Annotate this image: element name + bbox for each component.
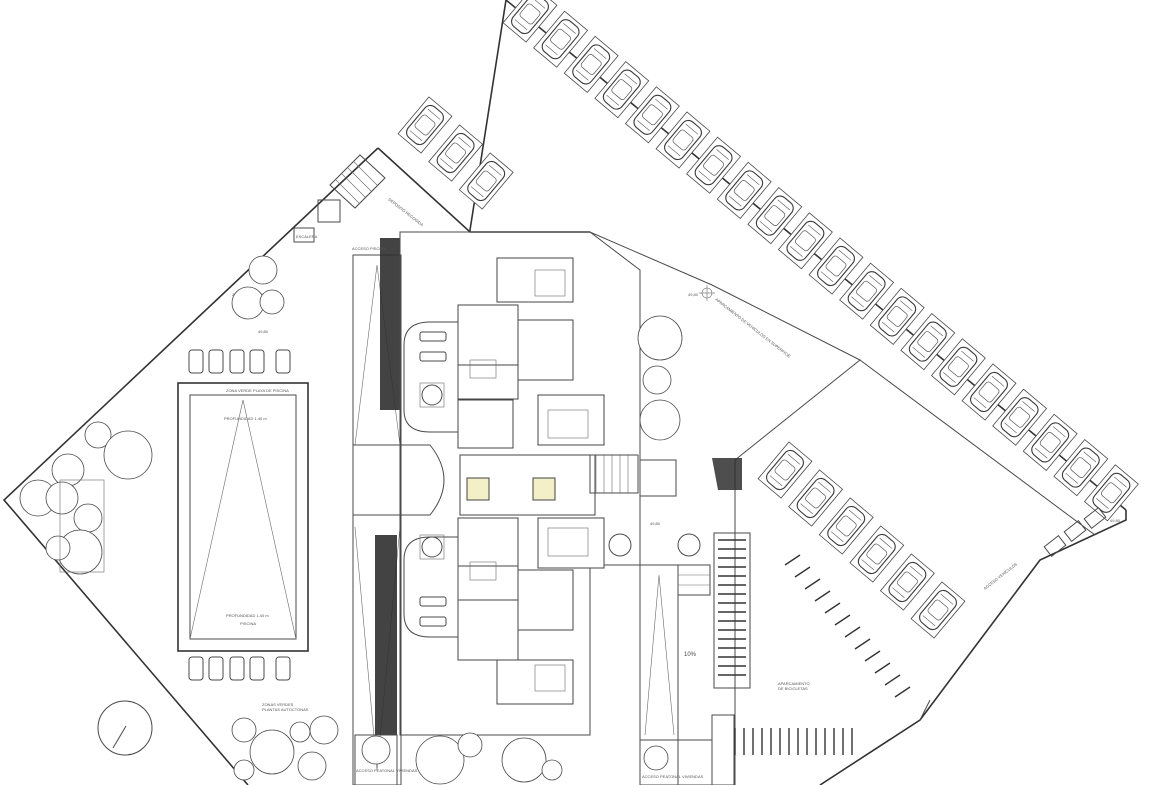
lounger-icon [419, 331, 447, 627]
car-icon [869, 287, 925, 345]
label-acceso-peatonal-left: ACCESO PEATONAL VIVIENDAS [356, 768, 418, 773]
car-icon [747, 187, 803, 245]
bike-slot [784, 554, 801, 566]
vehicle-ramp: 10% ACCESO PEATONAL VIVIENDAS [639, 564, 735, 785]
car-icon [1083, 464, 1139, 522]
building: 49,80 [399, 231, 701, 736]
label-level-a: 49,80 [258, 329, 269, 334]
car-icon [818, 497, 874, 555]
car-icon [563, 35, 619, 93]
label-profundidad-bottom: PROFUNDIDAD 1.40 m [226, 613, 269, 618]
label-level-c: 49,80 [688, 292, 699, 297]
car-icon [930, 338, 986, 396]
pool-basin [189, 394, 297, 640]
bike-slot [854, 638, 871, 650]
loungers-top [188, 349, 291, 374]
car-icon [397, 96, 453, 154]
label-acceso-vehiculos: ACCESO VEHICULOS [983, 561, 1019, 590]
kitchen-1 [457, 364, 519, 400]
elevator-1 [466, 477, 490, 501]
elevator-2 [532, 477, 556, 501]
bath-1 [517, 319, 574, 381]
car-row-main [502, 0, 1139, 522]
bedroom-3 [537, 517, 605, 569]
car-icon [1022, 413, 1078, 471]
stair-core [589, 454, 677, 497]
north-arrow-icon [97, 700, 153, 756]
dining-2 [457, 517, 519, 567]
label-rampa-pct: 10% [684, 652, 697, 658]
bike-slot [864, 650, 881, 662]
car-icon [788, 469, 844, 527]
label-escalera: ESCALERA [296, 234, 318, 239]
car-icon [839, 262, 895, 320]
dining-1 [457, 399, 514, 449]
label-level-b: 49,80 [650, 521, 661, 526]
label-level-d: 49,80 [1110, 518, 1121, 523]
bedroom-2 [537, 394, 605, 446]
living-2 [457, 599, 519, 661]
car-icon [757, 441, 813, 499]
label-deposito: DEPOSITO RECOGIDA [387, 197, 424, 228]
car-icon [849, 525, 905, 583]
bath-2 [517, 569, 574, 631]
bike-slot [874, 662, 891, 674]
car-icon [808, 237, 864, 295]
car-icon [533, 10, 589, 68]
bike-slot [824, 602, 841, 614]
crosshair-icon [699, 285, 715, 301]
car-icon [900, 313, 956, 371]
car-icon [879, 553, 935, 611]
car-icon [992, 388, 1048, 446]
bike-rack-vertical [718, 539, 746, 676]
kitchen-2 [457, 565, 519, 601]
pool-area: ZONA VERDE PLAYA DE PISCINA PROFUNDIDAD … [97, 154, 386, 756]
car-icon [777, 212, 833, 270]
label-acceso-piscina: ACCESO PISCINA [352, 246, 386, 251]
bike-slot [834, 614, 851, 626]
loungers-bottom [188, 656, 291, 681]
car-icon [910, 581, 966, 639]
label-acceso-peatonal-right: ACCESO PEATONAL VIVIENDAS [642, 774, 704, 779]
label-profundidad-top: PROFUNDIDAD 1.40 m [224, 416, 267, 421]
escalera-top: ESCALERA [293, 154, 386, 243]
bike-slot [814, 590, 831, 602]
bike-slot [884, 674, 901, 686]
car-icon [716, 161, 772, 219]
car-icon [458, 152, 514, 210]
pool-deck [177, 382, 309, 652]
bike-slot [844, 626, 861, 638]
hedge-connector [712, 458, 742, 490]
car-icon [686, 136, 742, 194]
bike-rack-diagonal [784, 554, 911, 698]
table-set-icon [419, 382, 445, 560]
bike-rack-horizontal [734, 728, 853, 755]
car-icon [594, 61, 650, 119]
car-row-top-left [397, 96, 514, 210]
tree-group-building [415, 315, 683, 785]
label-piscina: PISCINA [240, 621, 256, 626]
bike-slot [804, 578, 821, 590]
label-zona-verde-pool: ZONA VERDE PLAYA DE PISCINA [226, 388, 289, 393]
car-icon [961, 363, 1017, 421]
car-icon [428, 124, 484, 182]
car-icon [624, 86, 680, 144]
car-row-lower [757, 441, 966, 639]
car-icon [655, 111, 711, 169]
car-icon [502, 0, 558, 43]
bike-slot [894, 686, 911, 698]
living-1 [457, 304, 519, 366]
bike-slot [794, 566, 811, 578]
tree-group-left [19, 255, 339, 781]
central-corridor: ACCESO PISCINA ACCESO PEATONAL VIVIENDAS [352, 238, 445, 785]
car-icon [1053, 439, 1109, 497]
